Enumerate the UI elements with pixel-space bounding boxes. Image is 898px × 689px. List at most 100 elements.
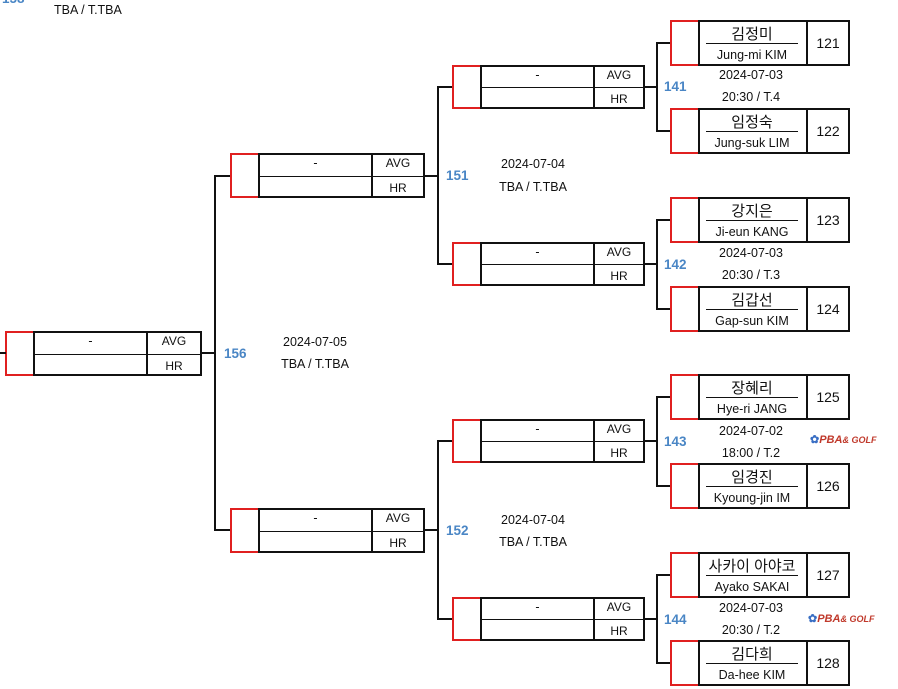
divider [371, 510, 373, 551]
divider [482, 264, 643, 265]
divider [706, 397, 798, 398]
divider [35, 353, 200, 355]
player-name-eng: Jung-suk LIM [714, 136, 790, 150]
seed-number: 122 [806, 110, 848, 152]
seed-number: 128 [806, 642, 848, 684]
avg-label: AVG [606, 245, 632, 259]
divider [593, 67, 595, 107]
match-time-141: 20:30 / T.4 [721, 90, 781, 104]
divider [482, 619, 643, 620]
divider [146, 333, 148, 374]
divider [482, 87, 643, 88]
winner-name: - [88, 334, 93, 348]
match-time-156: TBA / T.TBA [281, 357, 349, 371]
winner-slot-141[interactable]: - AVG HR [452, 65, 645, 109]
player-name-kor: 임경진 [731, 469, 773, 486]
hr-label: HR [389, 536, 407, 550]
winner-slot-151[interactable]: - AVG HR [230, 153, 425, 198]
peacock-icon: ✿ [808, 613, 818, 625]
player-slot-126[interactable]: 임경진 Kyoung-jin IM 126 [670, 463, 850, 509]
winner-name: - [313, 511, 318, 525]
winner-slot-142[interactable]: - AVG HR [452, 242, 645, 286]
player-name-eng: Ayako SAKAI [714, 580, 790, 594]
match-date-142: 2024-07-03 [719, 246, 783, 260]
slot-marker [452, 597, 480, 641]
pba-golf-logo: ✿PBA& GOLF [808, 613, 875, 625]
match-time-144: 20:30 / T.2 [721, 623, 781, 637]
divider [593, 244, 595, 284]
divider [593, 599, 595, 639]
divider [260, 175, 423, 177]
player-name-kor: 사카이 아야코 [708, 558, 796, 575]
slot-marker [452, 242, 480, 286]
slot-marker [230, 153, 258, 198]
match-date-143: 2024-07-02 [719, 424, 783, 438]
winner-slot-156[interactable]: - AVG HR [5, 331, 202, 376]
player-name-eng: Jung-mi KIM [716, 48, 788, 62]
match-number-158: 158 [2, 0, 25, 6]
seed-number: 126 [806, 465, 848, 507]
slot-marker [452, 65, 480, 109]
winner-slot-152[interactable]: - AVG HR [230, 508, 425, 553]
divider [706, 663, 798, 664]
winner-slot-143[interactable]: - AVG HR [452, 419, 645, 463]
player-name-kor: 임정숙 [731, 114, 773, 131]
hr-label: HR [610, 269, 628, 283]
slot-marker [670, 108, 698, 154]
slot-marker [670, 197, 698, 243]
player-slot-125[interactable]: 장혜리 Hye-ri JANG 125 [670, 374, 850, 420]
player-slot-124[interactable]: 김갑선 Gap-sun KIM 124 [670, 286, 850, 332]
match-time-158: TBA / T.TBA [54, 3, 122, 17]
player-name-eng: Ji-eun KANG [715, 225, 789, 239]
player-name-eng: Hye-ri JANG [716, 402, 788, 416]
player-slot-127[interactable]: 사카이 아야코 Ayako SAKAI 127 [670, 552, 850, 598]
player-name-eng: Da-hee KIM [718, 668, 786, 682]
hr-label: HR [610, 446, 628, 460]
seed-number: 125 [806, 376, 848, 418]
avg-label: AVG [606, 600, 632, 614]
player-name-kor: 김정미 [731, 26, 773, 43]
match-date-156: 2024-07-05 [283, 335, 347, 349]
seed-number: 121 [806, 22, 848, 64]
match-time-143: 18:00 / T.2 [721, 446, 781, 460]
avg-label: AVG [161, 334, 187, 348]
seed-number: 123 [806, 199, 848, 241]
match-date-151: 2024-07-04 [501, 157, 565, 171]
slot-marker [670, 640, 698, 686]
match-time-151: TBA / T.TBA [499, 180, 567, 194]
divider [706, 43, 798, 44]
pba-golf-logo: ✿PBA& GOLF [810, 434, 877, 446]
match-number-144: 144 [664, 612, 687, 627]
match-time-152: TBA / T.TBA [499, 535, 567, 549]
divider [593, 421, 595, 461]
player-slot-123[interactable]: 강지은 Ji-eun KANG 123 [670, 197, 850, 243]
hr-label: HR [610, 624, 628, 638]
player-slot-128[interactable]: 김다희 Da-hee KIM 128 [670, 640, 850, 686]
match-date-141: 2024-07-03 [719, 68, 783, 82]
hr-label: HR [389, 181, 407, 195]
slot-marker [230, 508, 258, 553]
slot-marker [670, 463, 698, 509]
match-number-141: 141 [664, 79, 687, 94]
divider [371, 155, 373, 196]
slot-marker [670, 286, 698, 332]
player-name-kor: 김갑선 [731, 292, 773, 309]
player-slot-121[interactable]: 김정미 Jung-mi KIM 121 [670, 20, 850, 66]
match-date-152: 2024-07-04 [501, 513, 565, 527]
slot-marker [670, 552, 698, 598]
divider [706, 131, 798, 132]
peacock-icon: ✿ [810, 434, 820, 446]
divider [706, 486, 798, 487]
winner-name: - [535, 68, 540, 82]
divider [260, 530, 423, 532]
divider [482, 441, 643, 442]
match-number-142: 142 [664, 257, 687, 272]
divider [706, 575, 798, 576]
player-name-eng: Gap-sun KIM [715, 314, 789, 328]
player-name-kor: 김다희 [731, 646, 773, 663]
player-slot-122[interactable]: 임정숙 Jung-suk LIM 122 [670, 108, 850, 154]
divider [706, 220, 798, 221]
winner-slot-144[interactable]: - AVG HR [452, 597, 645, 641]
avg-label: AVG [606, 68, 632, 82]
